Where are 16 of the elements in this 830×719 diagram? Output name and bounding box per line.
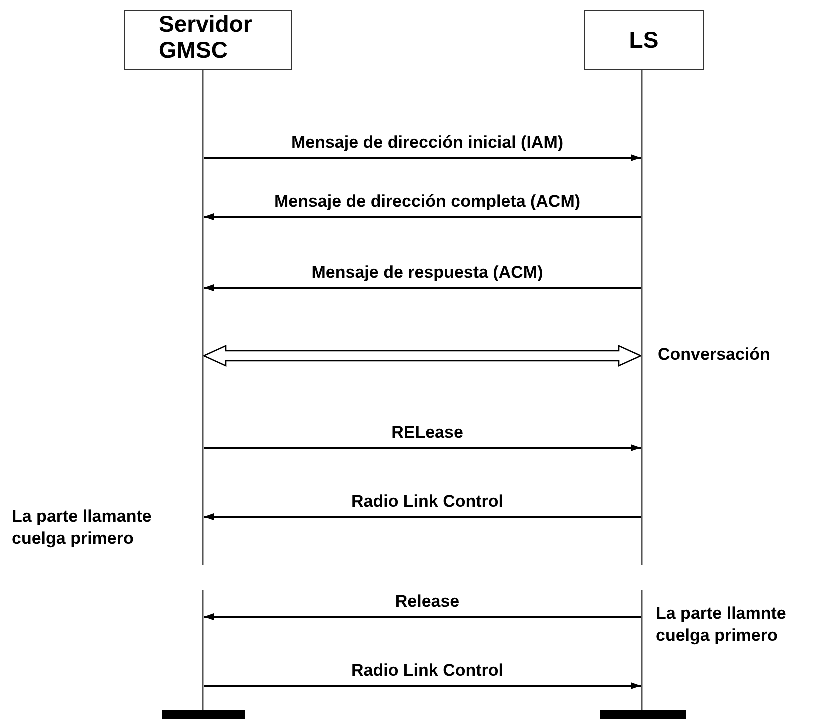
lifeline bbox=[202, 70, 204, 710]
participant-box: Servidor GMSC bbox=[124, 10, 292, 70]
lifeline bbox=[641, 70, 643, 710]
message-arrow bbox=[204, 614, 641, 620]
double-arrow bbox=[202, 345, 643, 367]
note-text: La parte llamante cuelga primero bbox=[12, 506, 153, 550]
message-arrow bbox=[204, 284, 641, 292]
message-label: Mensaje de respuesta (ACM) bbox=[310, 263, 546, 283]
note-text: La parte llamnte cuelga primero bbox=[656, 603, 788, 648]
message-arrow bbox=[204, 682, 641, 690]
message-arrow bbox=[204, 214, 641, 220]
message-arrow bbox=[204, 514, 641, 520]
message-arrow bbox=[204, 444, 641, 452]
message-arrow bbox=[204, 154, 641, 162]
note-text: Conversación bbox=[658, 344, 772, 366]
participant-box: LS bbox=[584, 10, 704, 70]
